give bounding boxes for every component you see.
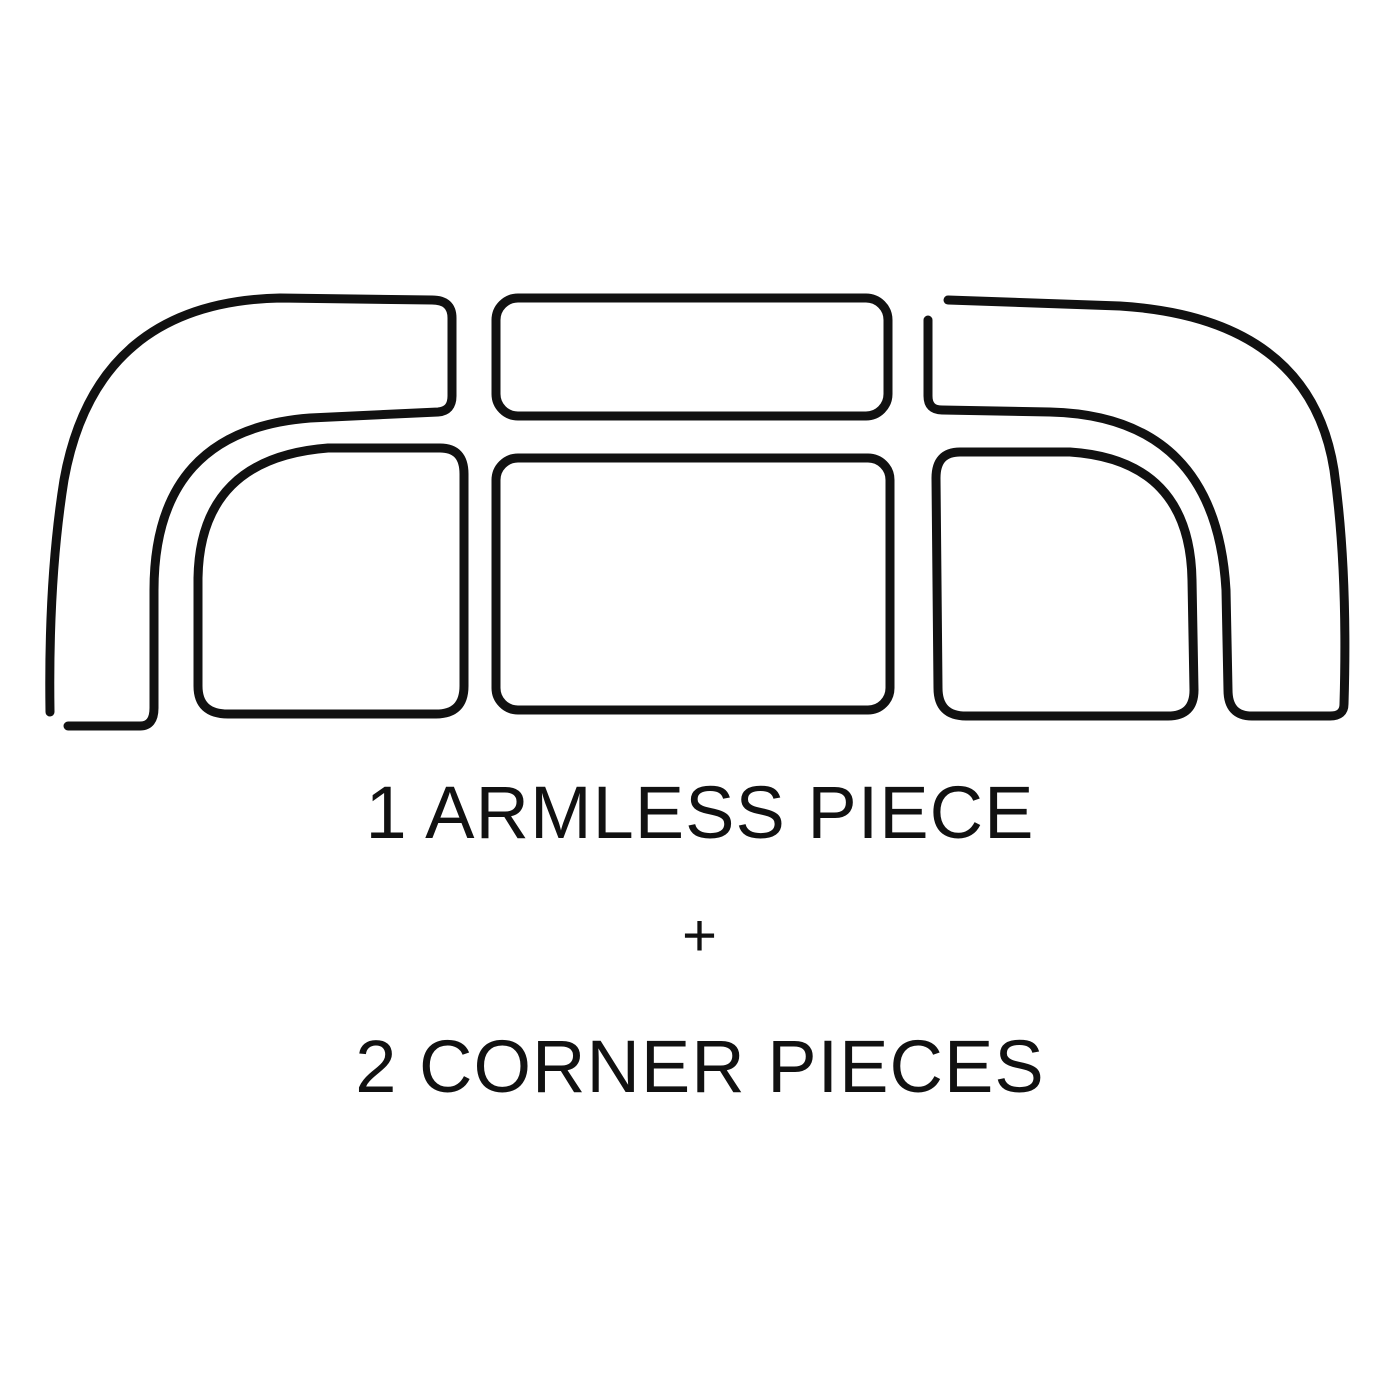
armless-seat-cushion xyxy=(491,453,895,715)
right-corner-back-cushion xyxy=(923,295,1350,721)
caption-armless-piece: 1 ARMLESS PIECE xyxy=(365,771,1035,854)
left-corner-seat-cushion xyxy=(193,443,469,719)
caption-plus-sign: + xyxy=(681,902,719,969)
armless-back-cushion xyxy=(491,293,893,421)
caption-corner-pieces: 2 CORNER PIECES xyxy=(355,1025,1045,1108)
right-corner-seat-cushion xyxy=(931,447,1199,721)
left-corner-back-cushion xyxy=(45,293,457,731)
